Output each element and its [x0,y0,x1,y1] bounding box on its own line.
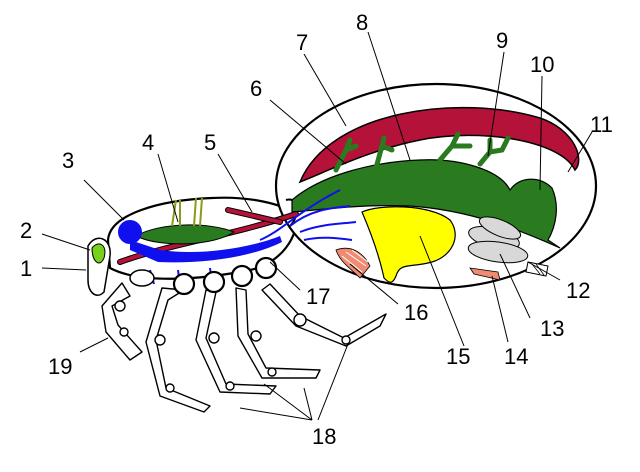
label-11: 11 [590,112,613,137]
label-16: 16 [404,300,428,325]
label-14: 14 [504,344,528,369]
label-13: 13 [540,316,564,341]
label-7: 7 [296,30,308,55]
leader-lines [41,31,593,421]
leg-joints [114,300,351,393]
pedipalp-base [129,269,155,287]
leg-1 [101,282,143,361]
label-12: 12 [566,278,590,303]
leg-2 [145,287,211,413]
labels: 1 2 3 4 5 6 7 8 9 10 11 12 13 14 15 16 1… [20,10,613,449]
eyes [91,243,106,264]
label-18: 18 [312,424,336,449]
label-2: 2 [20,218,32,243]
nervous-system [118,220,282,263]
stomach-muscle-strands [171,197,203,227]
digestive-gland [291,159,561,249]
leg-4 [235,287,321,379]
label-6: 6 [250,76,262,101]
label-3: 3 [62,148,74,173]
silk-glands [467,216,529,264]
label-5: 5 [204,130,216,155]
leg-3 [195,289,277,395]
poison-gland [134,224,236,245]
book-lung [335,247,371,279]
label-17: 17 [306,284,330,309]
label-9: 9 [496,28,508,53]
label-19: 19 [48,354,72,379]
spinnerets [525,261,549,277]
ovary [361,206,456,283]
label-1: 1 [20,256,32,281]
label-15: 15 [446,344,470,369]
label-10: 10 [530,52,554,77]
coxae [172,256,278,296]
legs [101,282,387,413]
gut-diverticula [333,131,511,173]
label-8: 8 [356,10,368,35]
leg-5 [261,283,387,347]
label-4: 4 [142,130,154,155]
